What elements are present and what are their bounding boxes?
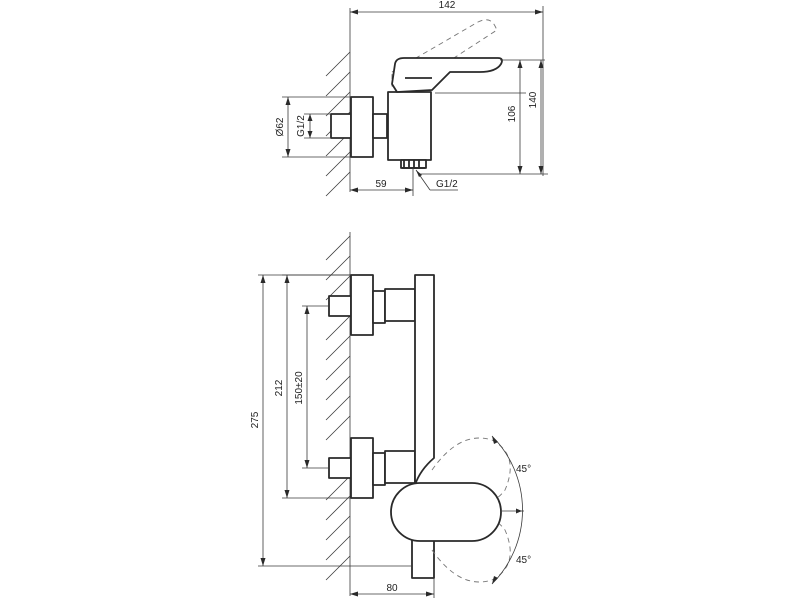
dim-inlet-spacing-label: 212: [274, 379, 285, 396]
wall-hatching-upper: [325, 8, 351, 197]
mixer-body-lower: [411, 539, 435, 579]
dim-width-label: 142: [439, 0, 456, 11]
dim-inlet-thread-label: G1/2: [296, 115, 307, 137]
dim-projection-label: 80: [386, 583, 398, 594]
angle-down-label: 45°: [516, 555, 531, 566]
dim-body-height-label: 106: [507, 105, 518, 122]
lower-rosette: [350, 437, 374, 499]
lever-handle: [391, 57, 503, 93]
wall-hatching-lower: [325, 232, 351, 596]
upper-nut: [372, 290, 386, 324]
lower-coupling: [384, 450, 416, 484]
dim-total-height-label: 140: [528, 91, 539, 108]
dim-depth-label: 59: [375, 179, 387, 190]
wall-rosette: [350, 96, 374, 158]
mixer-body: [387, 91, 432, 161]
dim-diameter-label: Ø62: [275, 117, 286, 136]
dim-total-height-front-label: 275: [250, 411, 261, 428]
side-view: 142 140 106 Ø62 G1/2 59: [275, 0, 548, 197]
angle-arc: [491, 435, 523, 585]
inlet-connector: [330, 113, 352, 139]
lever-handle-front: [390, 482, 502, 542]
lower-inlet: [328, 457, 352, 479]
mixer-body-plate: [414, 274, 435, 486]
upper-inlet: [328, 295, 352, 317]
dim-outlet-thread-label: G1/2: [436, 179, 458, 190]
angle-up-label: 45°: [516, 464, 531, 475]
lower-nut: [372, 452, 386, 486]
eccentric-nut: [372, 113, 388, 139]
upper-rosette: [350, 274, 374, 336]
front-view: 45° 45° 275 212 150±20 80: [250, 232, 531, 598]
dim-adjust-range-label: 150±20: [294, 371, 305, 405]
upper-coupling: [384, 288, 416, 322]
